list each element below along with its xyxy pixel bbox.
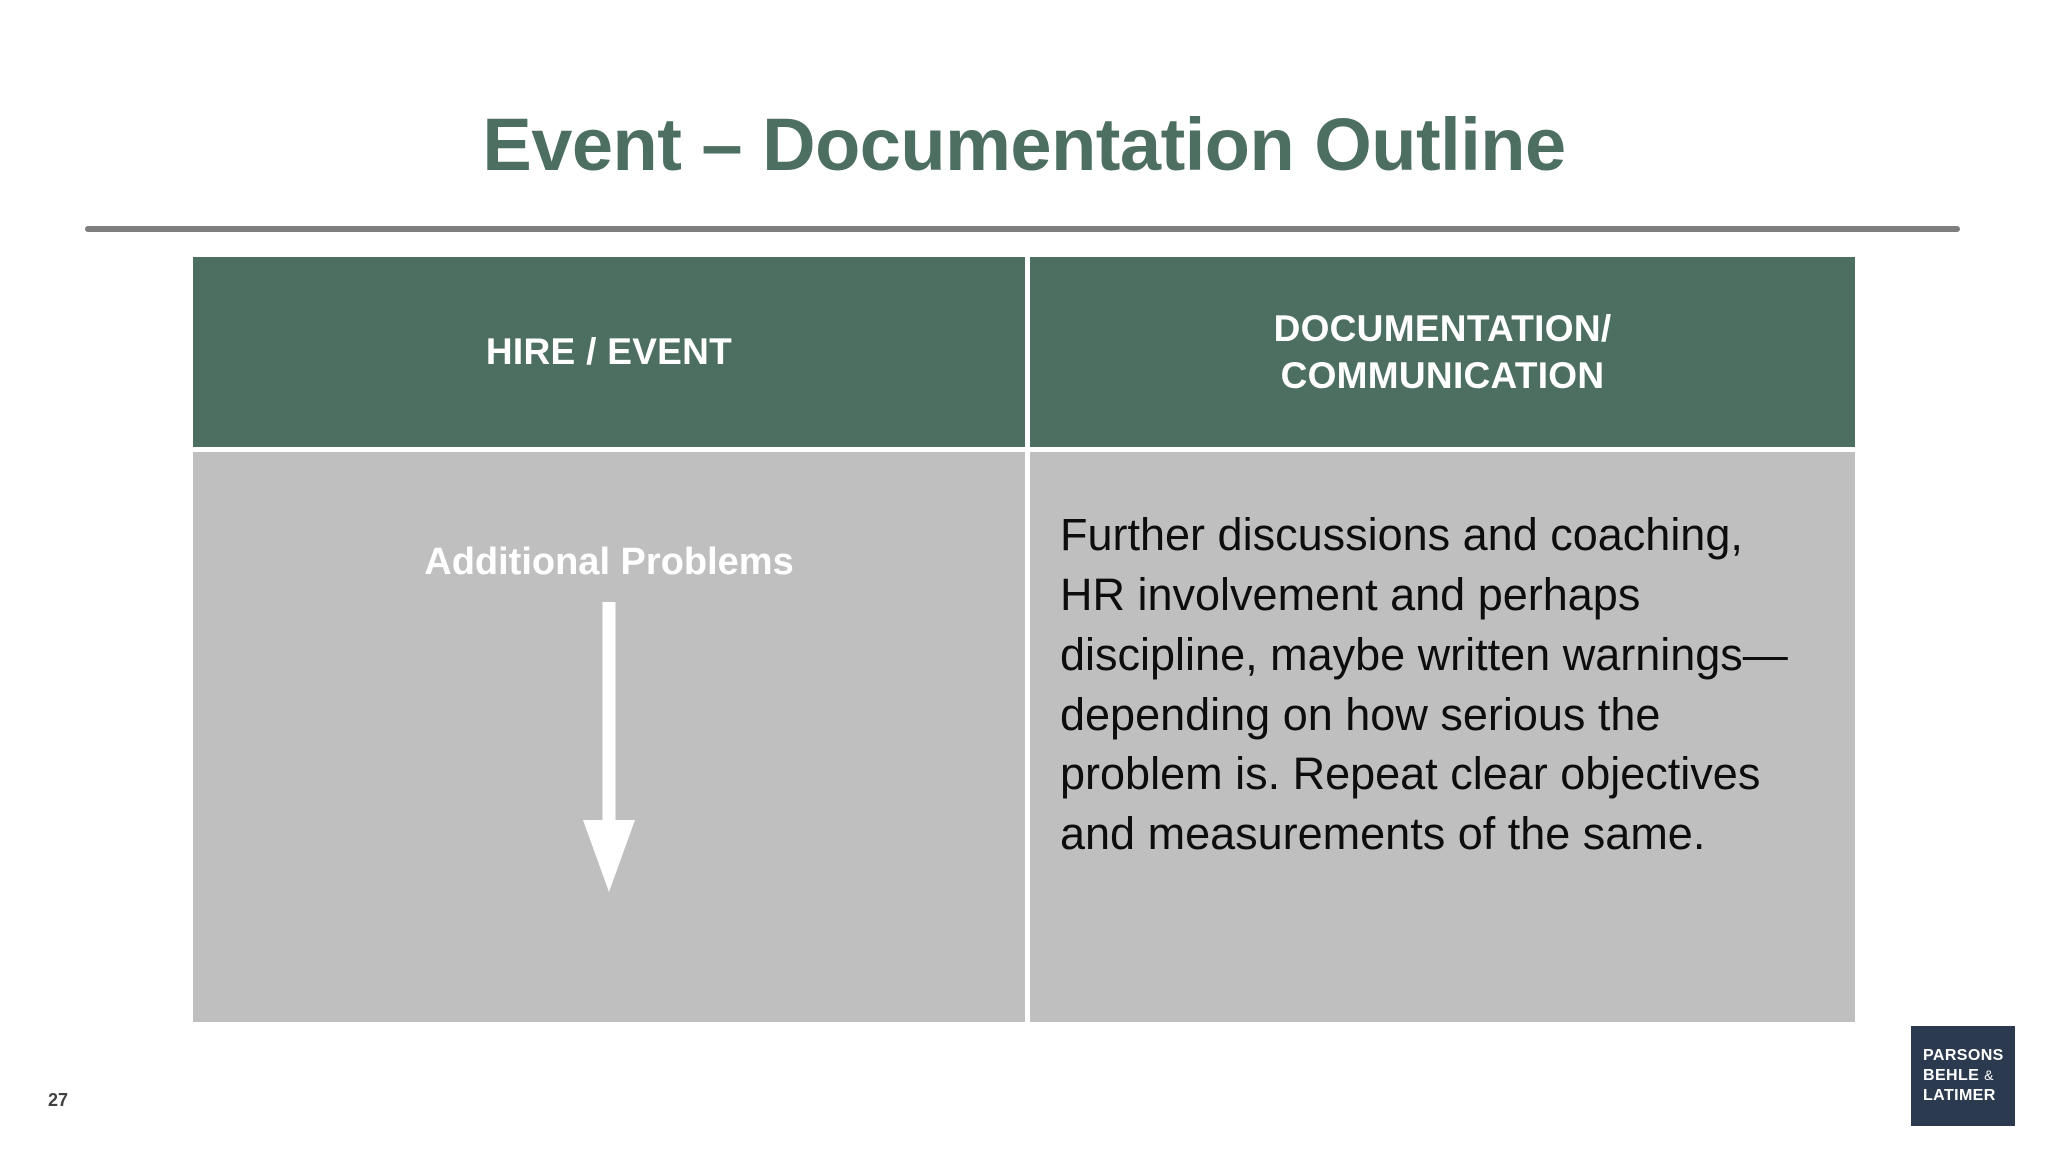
logo-line-3: LATIMER (1923, 1086, 1996, 1104)
logo-ampersand: & (1984, 1067, 1994, 1084)
parsons-behle-latimer-logo: PARSONS BEHLE & LATIMER (1911, 1026, 2015, 1126)
title-divider (85, 226, 1960, 232)
column-header-hire-event: HIRE / EVENT (193, 257, 1025, 447)
documentation-outline-table: HIRE / EVENT DOCUMENTATION/COMMUNICATION… (193, 257, 1855, 1022)
stage-label-additional-problems: Additional Problems (424, 541, 794, 583)
column-header-documentation-communication: DOCUMENTATION/COMMUNICATION (1025, 257, 1855, 447)
logo-line-1: PARSONS (1923, 1047, 2004, 1065)
logo-behle-text: BEHLE (1923, 1067, 1985, 1085)
cell-hire-event: Additional Problems (193, 447, 1025, 1022)
table-row: Additional Problems Further discussions … (193, 447, 1855, 1022)
page-title: Event – Documentation Outline (482, 103, 1566, 186)
documentation-text: Further discussions and coaching, HR inv… (1060, 509, 1788, 860)
logo-line-2: BEHLE & (1923, 1066, 1994, 1086)
cell-documentation-communication: Further discussions and coaching, HR inv… (1025, 447, 1855, 1022)
page-number: 27 (48, 1090, 69, 1110)
table-header-row: HIRE / EVENT DOCUMENTATION/COMMUNICATION (193, 257, 1855, 447)
down-arrow-icon (583, 602, 635, 892)
